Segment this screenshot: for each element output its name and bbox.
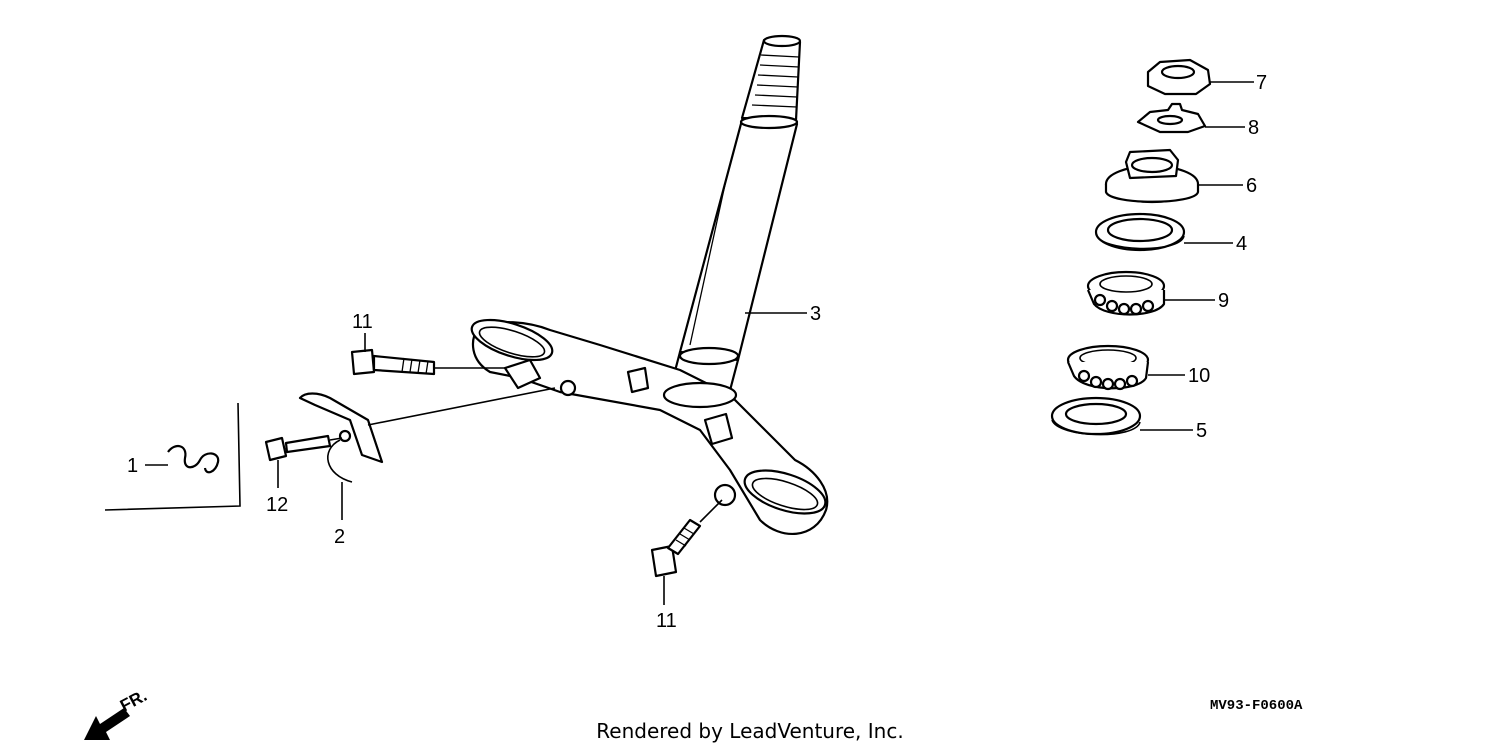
callout-1: 1 — [127, 455, 138, 477]
callout-9: 9 — [1218, 290, 1229, 312]
callout-4: 4 — [1236, 233, 1247, 255]
bearing-stack — [1050, 58, 1212, 436]
callout-labels: 7 8 6 4 9 10 5 3 11 11 12 2 1 — [127, 72, 1267, 632]
callout-2: 2 — [334, 526, 345, 548]
front-arrow-icon — [84, 708, 130, 740]
hose-clip — [104, 402, 241, 511]
adjusting-nut-6 — [1104, 148, 1200, 204]
callout-10: 10 — [1188, 365, 1210, 387]
bolt-lower — [650, 499, 723, 578]
dust-seal-5 — [1050, 396, 1142, 436]
lock-nut-7 — [1146, 58, 1212, 96]
hose-bracket — [298, 387, 556, 483]
callout-11b: 11 — [656, 610, 677, 632]
lock-washer-8 — [1136, 102, 1207, 134]
callout-5: 5 — [1196, 420, 1207, 442]
bolt-12 — [264, 434, 343, 462]
upper-bearing-9 — [1086, 270, 1166, 316]
callout-8: 8 — [1248, 117, 1259, 139]
diagram-code: MV93-F0600A — [1210, 698, 1303, 714]
front-indicator: FR. — [84, 686, 150, 740]
callout-6: 6 — [1246, 175, 1257, 197]
callout-7: 7 — [1256, 72, 1267, 94]
dust-seal-4 — [1094, 212, 1186, 252]
leader-lines — [145, 81, 1254, 605]
credit-text: Rendered by LeadVenture, Inc. — [596, 719, 903, 743]
steering-stem — [665, 34, 802, 406]
triple-clamp — [470, 318, 829, 535]
callout-11a: 11 — [352, 311, 373, 333]
callout-12: 12 — [266, 494, 288, 516]
callout-3: 3 — [810, 303, 821, 325]
lower-bearing-10 — [1066, 344, 1150, 391]
